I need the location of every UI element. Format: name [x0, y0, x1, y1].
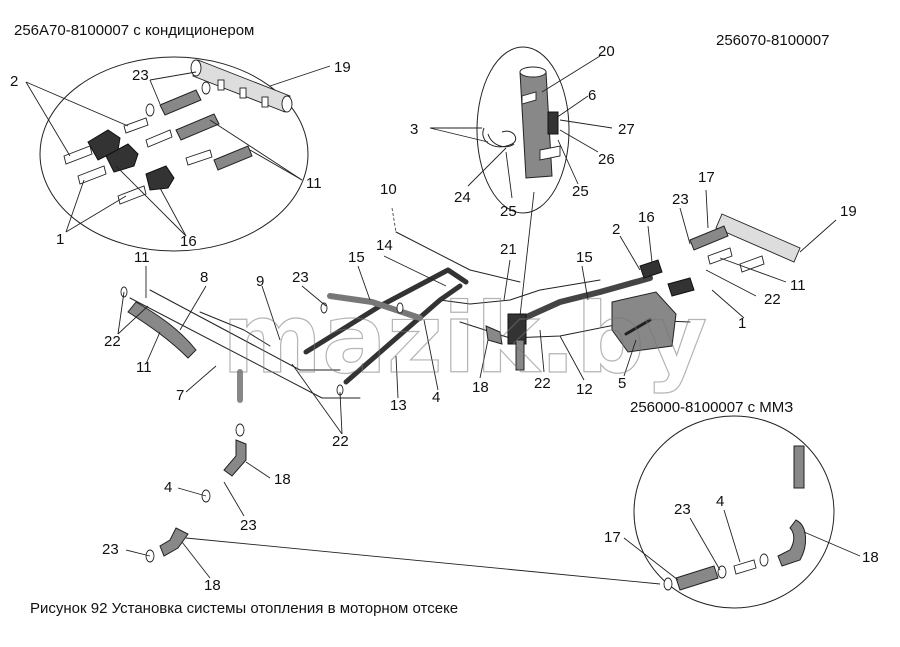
figure-caption: Рисунок 92 Установка системы отопления в… [30, 600, 458, 617]
callout-19r: 19 [840, 203, 857, 220]
watermark: mazik.by [222, 283, 707, 395]
callout-26: 26 [598, 151, 615, 168]
callout-2: 2 [10, 73, 18, 90]
detail-circle-bottom-right [633, 415, 835, 609]
main-assembly [120, 213, 801, 563]
callout-23: 23 [132, 67, 149, 84]
callout-7: 7 [176, 387, 184, 404]
callout-23bl: 23 [102, 541, 119, 558]
callout-15a: 15 [348, 249, 365, 266]
callout-13: 13 [390, 397, 407, 414]
callout-5: 5 [618, 375, 626, 392]
callout-18l: 18 [274, 471, 291, 488]
callout-1r: 1 [738, 315, 746, 332]
callout-18bl: 18 [204, 577, 221, 594]
callout-23r: 23 [672, 191, 689, 208]
header-variant-mmz: 256000-8100007 с ММЗ [630, 399, 793, 416]
callout-4l: 4 [164, 479, 172, 496]
callout-22l: 22 [104, 333, 121, 350]
callout-25a: 25 [572, 183, 589, 200]
callout-14: 14 [376, 237, 393, 254]
leader-lines [25, 55, 861, 585]
callout-22r: 22 [764, 291, 781, 308]
callout-17br: 17 [604, 529, 621, 546]
callout-16r: 16 [638, 209, 655, 226]
callout-21: 21 [500, 241, 517, 258]
callout-9: 9 [256, 273, 264, 290]
callout-4m: 4 [432, 389, 440, 406]
callout-23l: 23 [240, 517, 257, 534]
detail-circle-top-left [39, 56, 309, 252]
callout-20: 20 [598, 43, 615, 60]
callout-labels: 2 23 19 11 1 16 20 6 27 26 25 3 24 25 10… [10, 43, 879, 594]
callout-23m: 23 [292, 269, 309, 286]
callout-11l: 11 [134, 249, 150, 266]
header-variant-ac: 256А70-8100007 с кондиционером [14, 22, 254, 39]
callout-15b: 15 [576, 249, 593, 266]
callout-10: 10 [380, 181, 397, 198]
callout-11l2: 11 [136, 359, 152, 376]
callout-24: 24 [454, 189, 471, 206]
callout-22m: 22 [534, 375, 551, 392]
callout-17r: 17 [698, 169, 715, 186]
header-variant-base: 256070-8100007 [716, 32, 829, 49]
callout-27: 27 [618, 121, 635, 138]
callout-18m: 18 [472, 379, 489, 396]
callout-18br: 18 [862, 549, 879, 566]
callout-23br: 23 [674, 501, 691, 518]
callout-3: 3 [410, 121, 418, 138]
callout-11: 11 [306, 175, 322, 192]
callout-4br: 4 [716, 493, 724, 510]
callout-2r: 2 [612, 221, 620, 238]
callout-1: 1 [56, 231, 64, 248]
callout-25b: 25 [500, 203, 517, 220]
callout-19: 19 [334, 59, 351, 76]
callout-6: 6 [588, 87, 596, 104]
detail-circle-top-center [476, 46, 570, 214]
callout-16: 16 [180, 233, 197, 250]
callout-22b: 22 [332, 433, 349, 450]
callout-8: 8 [200, 269, 208, 286]
callout-12: 12 [576, 381, 593, 398]
callout-11r: 11 [790, 277, 806, 294]
